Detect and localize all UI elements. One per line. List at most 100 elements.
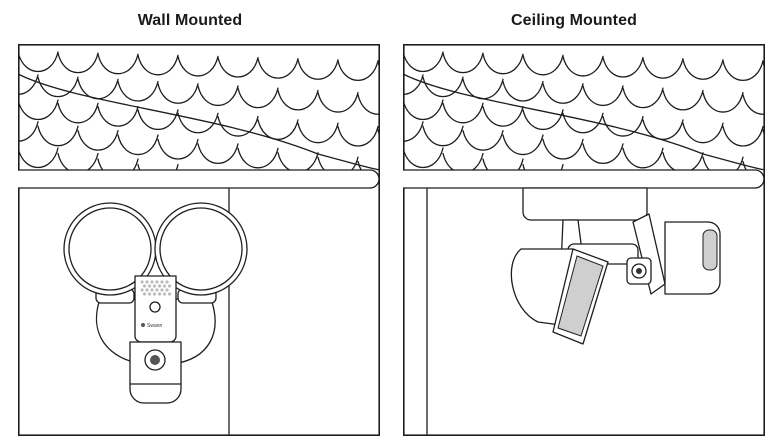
shingle — [117, 80, 159, 102]
shingle — [403, 121, 424, 142]
shingle — [217, 115, 259, 137]
right-floodlight-lens — [702, 229, 718, 271]
grille-hole — [157, 292, 162, 296]
grille-hole — [160, 288, 164, 292]
shingle — [642, 57, 684, 79]
left-floodlight-lens — [557, 255, 604, 337]
panel-title-ceiling-mounted: Ceiling Mounted — [511, 12, 637, 29]
shingle — [277, 89, 319, 111]
shingle — [97, 105, 139, 127]
shingle — [237, 87, 279, 109]
grille-hole — [142, 292, 147, 296]
grille-hole — [162, 284, 167, 288]
ceiling-floodlight-camera — [510, 187, 721, 345]
shingle — [702, 91, 744, 113]
shingle — [582, 143, 624, 165]
shingle — [602, 115, 644, 137]
eave-beam — [18, 169, 380, 189]
shingle — [357, 160, 380, 170]
eave-beam — [403, 169, 765, 189]
shingle — [562, 112, 604, 134]
roof-shingles — [403, 50, 765, 170]
brand-logo-icon — [141, 323, 145, 327]
shingle — [662, 152, 704, 170]
shingle — [137, 109, 179, 131]
shingle — [177, 55, 219, 77]
grille-hole — [155, 280, 159, 284]
grille-hole — [167, 284, 172, 288]
shingle — [357, 94, 380, 115]
shingle — [722, 60, 764, 81]
shingle — [442, 52, 484, 74]
camera-lens-core — [636, 268, 642, 274]
grille-hole — [165, 280, 169, 284]
left-floodlight-rim — [68, 207, 152, 291]
right-floodlight-rim — [159, 207, 243, 291]
shingle — [482, 53, 524, 75]
grille-hole — [152, 292, 157, 296]
grille-hole — [147, 292, 152, 296]
shingle — [57, 102, 99, 124]
shingle — [157, 138, 199, 160]
shingle — [117, 134, 159, 156]
motion-sensor — [149, 301, 161, 313]
shingle — [742, 160, 765, 170]
shingle — [742, 94, 765, 115]
shingle — [18, 121, 39, 142]
grille-hole — [150, 288, 154, 292]
shingle — [97, 53, 139, 75]
grille-hole — [155, 288, 159, 292]
shingle — [137, 54, 179, 76]
grille-hole — [145, 288, 149, 292]
shingle — [422, 76, 464, 98]
shingle — [157, 83, 199, 104]
ceiling-mounted-illustration — [403, 44, 765, 436]
panel-title-wall-mounted: Wall Mounted — [137, 12, 243, 29]
shingle — [562, 55, 604, 77]
shingle — [403, 51, 444, 73]
wall-mounted-illustration: Swann — [18, 44, 380, 436]
shingle — [337, 60, 379, 81]
grille-hole — [157, 284, 162, 288]
grille-hole — [165, 288, 169, 292]
shingle — [57, 52, 99, 74]
shingle — [442, 102, 484, 124]
shingle — [602, 56, 644, 78]
grille-hole — [145, 280, 149, 284]
floodlight-camera: Swann — [63, 202, 248, 404]
shingle — [522, 54, 564, 76]
shingle — [662, 89, 704, 111]
shingle — [682, 59, 724, 80]
shingle — [77, 129, 119, 151]
shingle — [482, 158, 524, 170]
shingle — [197, 85, 239, 107]
shingle — [297, 59, 339, 80]
speaker-grille — [140, 280, 172, 296]
shingle — [317, 91, 359, 113]
shingle — [442, 152, 484, 170]
shingle — [18, 147, 59, 169]
shingle — [197, 143, 239, 165]
grille-hole — [140, 280, 144, 284]
shingle — [482, 105, 524, 127]
grille-hole — [150, 280, 154, 284]
shingle — [37, 76, 79, 98]
shingle — [97, 158, 139, 170]
shingle — [18, 99, 59, 121]
shingle — [622, 87, 664, 109]
shingle — [502, 134, 544, 156]
camera-head — [129, 341, 182, 404]
shingle — [542, 138, 584, 160]
shingle — [257, 57, 299, 79]
right-floodlight — [154, 202, 248, 296]
shingle — [217, 56, 259, 78]
shingle — [622, 147, 664, 169]
shingle — [177, 112, 219, 134]
grille-hole — [162, 292, 167, 296]
grille-hole — [142, 284, 147, 288]
camera-lens-core — [150, 355, 160, 365]
roof-curve — [18, 73, 380, 171]
shingle — [57, 152, 99, 170]
grille-hole — [160, 280, 164, 284]
ceiling-mount-plate — [522, 187, 648, 221]
